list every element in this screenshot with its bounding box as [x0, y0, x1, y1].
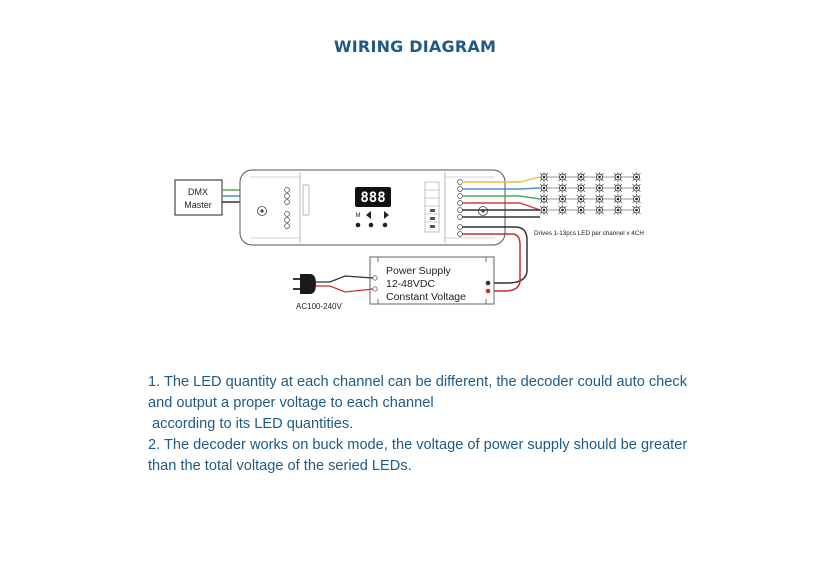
ac-plug: [293, 274, 374, 294]
decoder-body: 888 M: [239, 169, 506, 246]
dc-power-wires: [462, 226, 528, 292]
button-right: [382, 222, 388, 228]
dmx-label-line2: Master: [184, 200, 212, 210]
output-terminal-block: [457, 179, 463, 237]
dmx-master-box: DMX Master: [174, 179, 223, 216]
decoder-buttons: M: [355, 211, 389, 228]
psu-line2: 12-48VDC: [386, 278, 435, 290]
led-icon: [539, 194, 549, 204]
led-icon: [632, 194, 641, 204]
led-matrix: [539, 172, 641, 215]
button-m: [355, 222, 361, 228]
button-m-label: M: [356, 213, 361, 219]
dmx-label-line1: DMX: [188, 187, 208, 197]
psu-line3: Constant Voltage: [386, 291, 466, 303]
dmx-terminal-block: [284, 184, 310, 229]
led-icon: [632, 172, 641, 182]
led-icon: [539, 183, 549, 193]
led-icon: [539, 205, 549, 215]
led-drive-label: Drives 1-13pcs LED per channel x 4CH: [534, 230, 644, 237]
led-icon: [539, 172, 549, 182]
led-icon: [613, 183, 623, 193]
led-icon: [576, 172, 586, 182]
led-icon: [632, 183, 641, 193]
led-icon: [632, 205, 641, 215]
led-icon: [613, 205, 623, 215]
led-icon: [595, 205, 604, 215]
led-icon: [576, 194, 586, 204]
led-display: 888: [355, 187, 391, 207]
button-left: [368, 222, 374, 228]
left-arrow-icon: [366, 211, 371, 219]
output-terminal-labels: [424, 181, 440, 233]
display-digits: 888: [360, 190, 385, 206]
notes: 1. The LED quantity at each channel can …: [148, 372, 748, 477]
led-output-wires: [462, 176, 541, 218]
psu-line1: Power Supply: [386, 265, 452, 277]
note-line-4: 2. The decoder works on buck mode, the v…: [148, 437, 688, 453]
led-icon: [613, 172, 623, 182]
led-icon: [558, 194, 567, 204]
note-line-3: according to its LED quantities.: [148, 416, 354, 432]
note-line-5: than the total voltage of the seried LED…: [148, 458, 412, 474]
right-arrow-icon: [384, 211, 389, 219]
led-icon: [595, 194, 604, 204]
plug-icon: [300, 274, 316, 294]
note-line-2: and output a proper voltage to each chan…: [148, 395, 434, 411]
led-icon: [558, 205, 567, 215]
led-icon: [558, 172, 567, 182]
led-icon: [595, 183, 604, 193]
led-icon: [613, 194, 623, 204]
power-supply-box: Power Supply 12-48VDC Constant Voltage: [369, 256, 495, 305]
led-icon: [576, 205, 586, 215]
led-icon: [558, 183, 567, 193]
note-line-1: 1. The LED quantity at each channel can …: [148, 374, 687, 390]
ac-voltage-label: AC100-240V: [296, 302, 342, 311]
led-icon: [576, 183, 586, 193]
led-icon: [595, 172, 604, 182]
page-title: WIRING DIAGRAM: [333, 37, 497, 56]
